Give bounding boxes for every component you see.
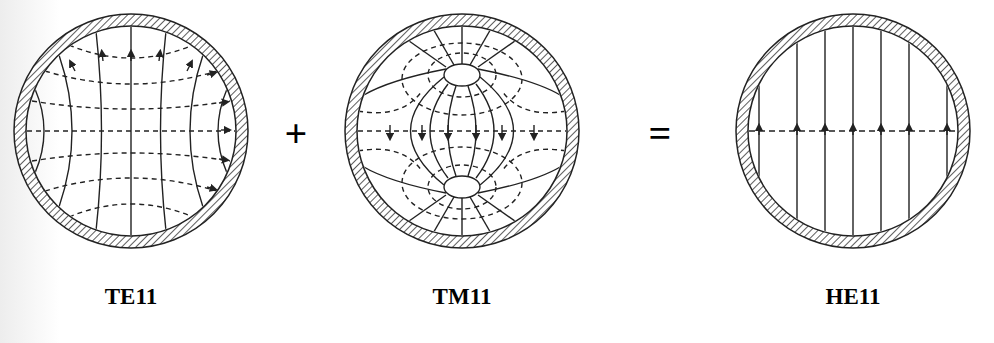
- mode-label: TM11: [433, 285, 492, 308]
- mode-label: HE11: [826, 285, 881, 308]
- operator-sign: +: [285, 114, 308, 154]
- te11-field: [14, 14, 248, 248]
- operator-sign: =: [649, 114, 672, 154]
- mode-label: TE11: [105, 285, 157, 308]
- tm11-field: [341, 14, 583, 248]
- he11-field: [736, 14, 970, 248]
